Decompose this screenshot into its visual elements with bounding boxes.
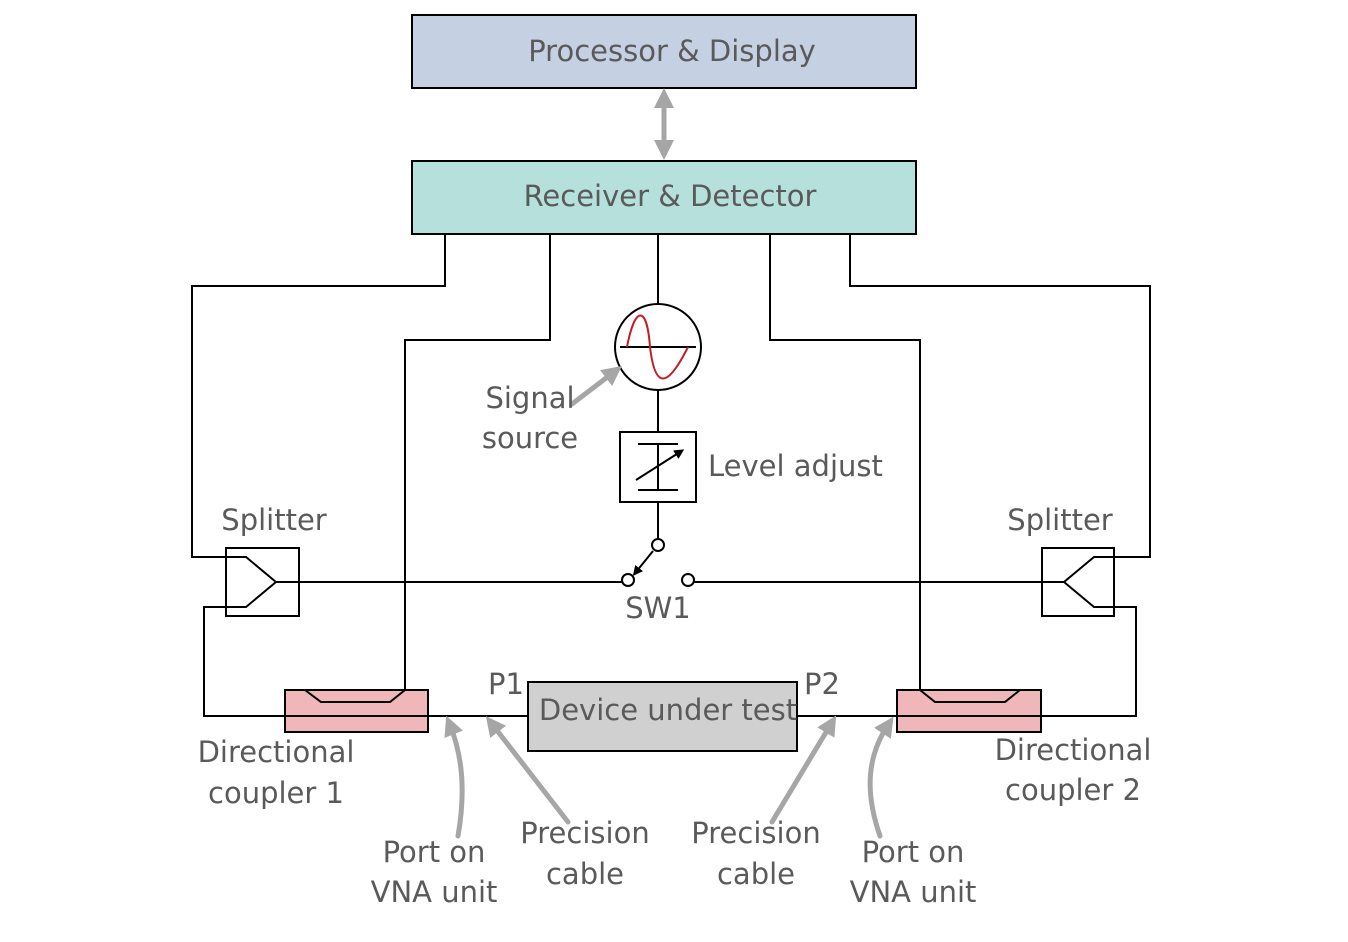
cable-left-callout-arrow: [485, 716, 571, 825]
splitter-right: [1041, 547, 1115, 617]
level-adjust-label: Level adjust: [708, 449, 883, 483]
level-adjust-attenuator: [619, 431, 697, 503]
cable-left-label-1: Precision: [520, 816, 649, 850]
processor-display-block: [411, 14, 917, 89]
coupler-2-label-2: coupler 2: [1005, 773, 1141, 807]
coupler-1-label-1: Directional: [198, 735, 355, 769]
coupler-2-label-1: Directional: [995, 733, 1152, 767]
port-2-label: P2: [804, 667, 840, 701]
sine-wave-icon: [626, 314, 689, 380]
cable-right-callout-arrow: [769, 715, 837, 825]
switch-label: SW1: [625, 591, 691, 625]
signal-source: [614, 303, 702, 391]
port-left-label-1: Port on: [383, 835, 486, 869]
signal-source-label-2: source: [482, 421, 578, 455]
signal-source-label-1: Signal: [485, 381, 574, 415]
switch-sw1: [621, 538, 695, 587]
receiver-wires: [191, 234, 1151, 690]
port-1-label: P1: [488, 667, 524, 701]
directional-coupler-2: [896, 689, 1042, 733]
port-left-callout-arrow: [444, 715, 465, 839]
cable-right-label-1: Precision: [691, 816, 820, 850]
device-under-test-label: Device under test: [539, 693, 797, 727]
splitter-left-label: Splitter: [221, 503, 327, 537]
receiver-detector-label: Receiver & Detector: [524, 179, 817, 213]
receiver-detector-block: [411, 160, 917, 235]
processor-display-label: Processor & Display: [528, 34, 816, 68]
cable-right-label-2: cable: [717, 857, 795, 891]
port-right-callout-arrow: [867, 716, 894, 839]
directional-coupler-1: [284, 689, 429, 733]
coupler-1-label-2: coupler 1: [208, 776, 344, 810]
port-right-label-2: VNA unit: [850, 875, 977, 909]
splitter-right-label: Splitter: [1007, 503, 1113, 537]
splitter-left: [225, 547, 300, 617]
port-left-label-2: VNA unit: [371, 875, 498, 909]
port-right-label-1: Port on: [862, 835, 965, 869]
signal-source-callout-arrow: [569, 365, 622, 407]
device-under-test-block: [527, 681, 798, 752]
cable-left-label-2: cable: [546, 857, 624, 891]
